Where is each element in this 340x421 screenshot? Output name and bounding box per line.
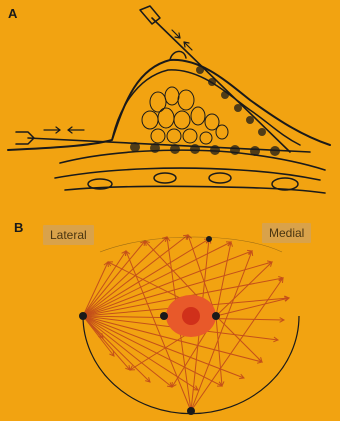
diagonal-needle	[152, 18, 290, 152]
lesion-core	[182, 307, 200, 325]
fan-line	[216, 316, 262, 362]
lobule-cluster	[142, 87, 228, 144]
entry-point-top	[206, 236, 212, 242]
entry-point-lesion-right	[212, 312, 220, 320]
fan-line	[191, 278, 283, 411]
entry-point-bottom	[187, 407, 195, 415]
nipple	[170, 51, 186, 60]
vessel-2	[154, 173, 176, 183]
skin-surface	[8, 60, 330, 150]
vessel-3	[209, 173, 231, 183]
fan-line	[83, 241, 145, 316]
vessel-4	[272, 178, 298, 190]
direction-arrows	[44, 30, 192, 133]
needle-hub-top	[140, 6, 160, 24]
fan-line	[83, 316, 150, 382]
entry-point-lesion-left	[160, 312, 168, 320]
fan-line	[83, 251, 126, 316]
entry-point-lateral	[79, 312, 87, 320]
panel-a-illustration	[8, 6, 330, 193]
fan-line	[216, 242, 231, 316]
